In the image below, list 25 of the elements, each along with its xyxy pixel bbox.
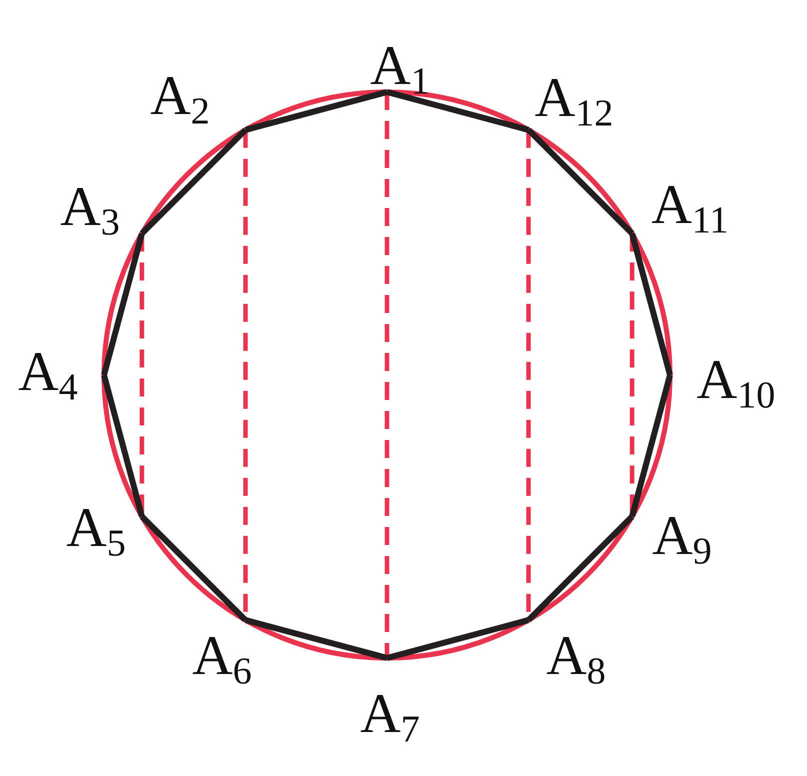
vertex-label: A$_{11}$ xyxy=(651,177,729,233)
vertex-label: A$_{4}$ xyxy=(18,344,78,400)
polygon-side xyxy=(140,514,248,622)
vertex-label: A$_{3}$ xyxy=(60,179,120,235)
polygon-side xyxy=(629,232,673,376)
vertex-label: A$_{9}$ xyxy=(652,508,712,564)
polygon-side xyxy=(140,128,248,236)
polygon-side xyxy=(244,89,388,133)
vertex-label: A$_{7}$ xyxy=(360,686,420,742)
dashed-chord xyxy=(384,92,390,658)
polygon-side xyxy=(526,128,634,236)
polygon-side xyxy=(629,374,673,518)
vertex-label: A$_{12}$ xyxy=(534,70,614,126)
vertex-label: A$_{6}$ xyxy=(192,628,252,684)
polygon-side xyxy=(526,514,634,622)
polygon-side xyxy=(101,374,145,518)
polygon-side xyxy=(101,232,145,376)
vertex-label: A$_{1}$ xyxy=(370,38,430,94)
polygon-side xyxy=(386,617,530,661)
vertex-label: A$_{8}$ xyxy=(546,628,606,684)
vertex-label: A$_{2}$ xyxy=(150,68,210,124)
polygon-side xyxy=(386,89,530,133)
polygon-side xyxy=(244,617,388,661)
vertex-label: A$_{10}$ xyxy=(696,352,776,408)
vertex-label: A$_{5}$ xyxy=(66,500,126,556)
